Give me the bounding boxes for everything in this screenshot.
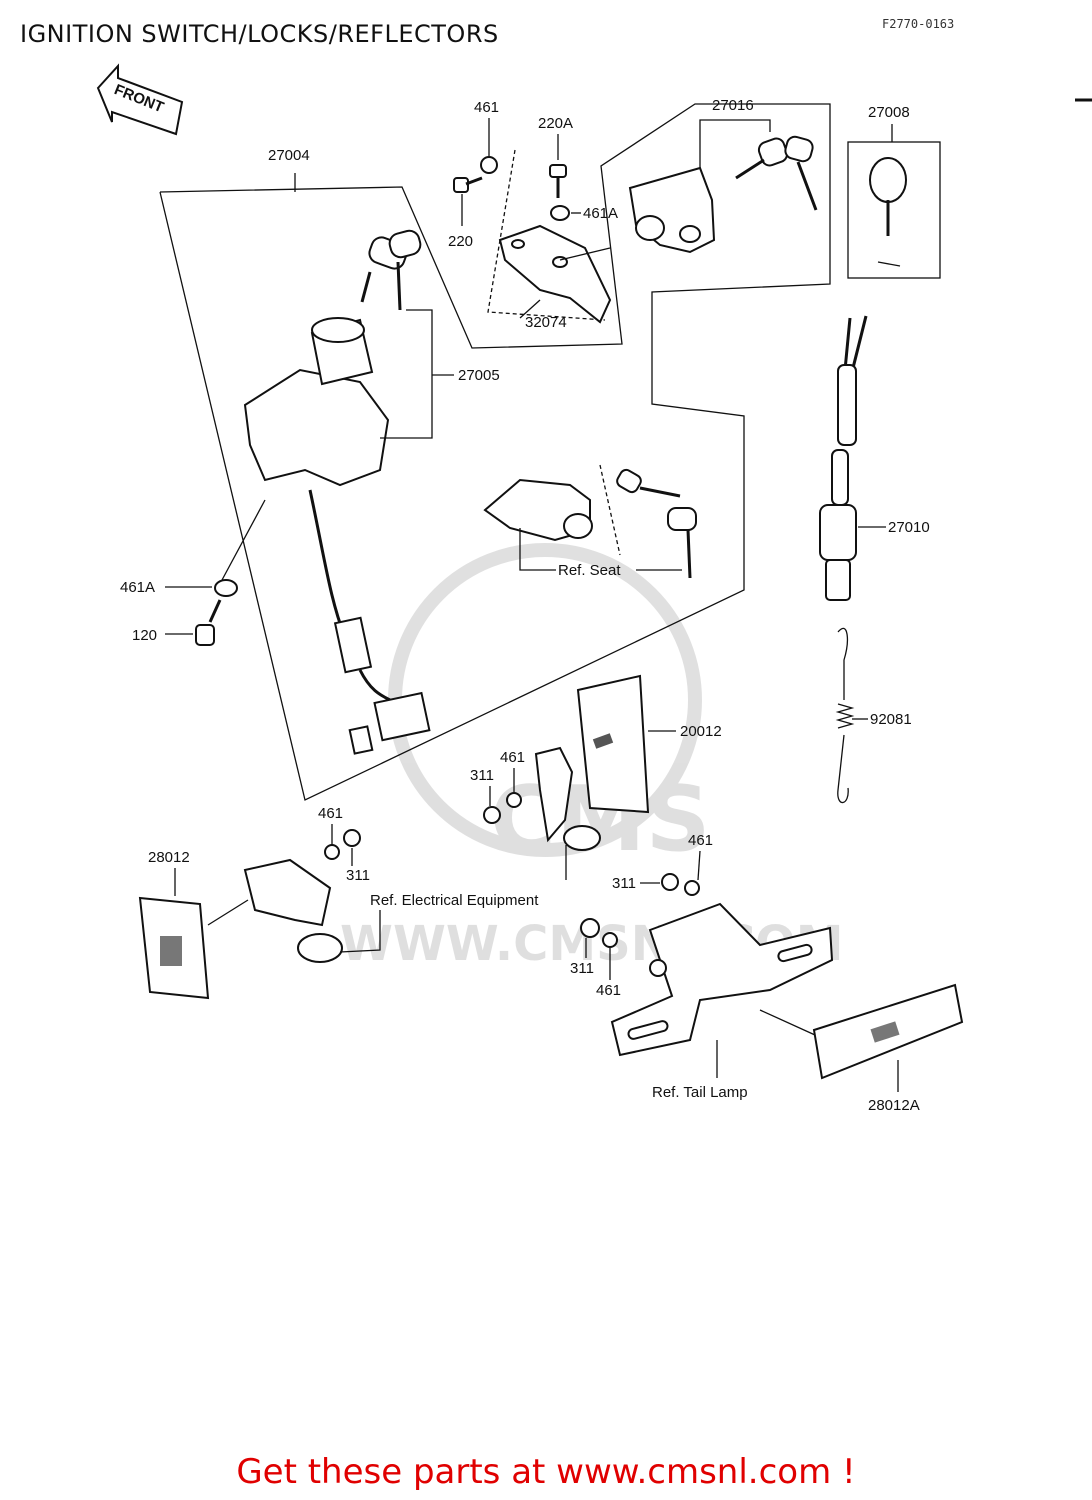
reflector-middle [576, 674, 650, 814]
label-311-left: 311 [346, 867, 370, 884]
seat-lock [483, 468, 697, 579]
tail-lamp-plate [610, 902, 834, 1057]
nut-461-right [684, 880, 700, 896]
label-311-right: 311 [612, 875, 636, 892]
label-27004: 27004 [268, 147, 310, 164]
nut-461-mid [506, 792, 522, 808]
label-220A: 220A [538, 115, 573, 132]
bolt-220 [453, 176, 483, 193]
figure-code: F2770-0163 [882, 17, 955, 31]
ignition-switch-27005 [243, 229, 431, 755]
parts-diagram: CMS WWW.CMSNL.COM FRONT 27005 461A 120 [96, 63, 1092, 1114]
reflector-28012A [812, 983, 964, 1080]
washer-461A-top [550, 205, 570, 221]
washer-461-top [480, 156, 498, 174]
label-27016: 27016 [712, 97, 754, 114]
nut-311-mid [483, 806, 501, 824]
nut-311-right [661, 873, 679, 891]
label-311-mid: 311 [470, 767, 494, 784]
label-461-mid: 461 [500, 749, 525, 766]
reflector-bracket-left [243, 858, 343, 963]
label-ref-electrical: Ref. Electrical Equipment [370, 892, 539, 909]
bolt-120 [195, 599, 222, 646]
helmet-lock-27016 [628, 135, 818, 254]
kit-outline-27004 [159, 103, 831, 801]
label-461A-top: 461A [583, 205, 618, 222]
label-27010: 27010 [888, 519, 930, 536]
label-120: 120 [132, 627, 157, 644]
label-ref-seat: Ref. Seat [558, 562, 621, 579]
label-92081: 92081 [870, 711, 912, 728]
label-27008: 27008 [868, 104, 910, 121]
label-461-bottom: 461 [596, 982, 621, 999]
label-220: 220 [448, 233, 473, 250]
bolt-220A [549, 164, 567, 198]
label-461-top: 461 [474, 99, 499, 116]
label-461-right: 461 [688, 832, 713, 849]
spring-92081 [835, 627, 855, 804]
key-box-27008 [847, 141, 941, 279]
washer-461A-left [214, 579, 238, 597]
label-461-left: 461 [318, 805, 343, 822]
label-461A-left: 461A [120, 579, 155, 596]
label-311-bottom: 311 [570, 960, 594, 977]
stop-switch-27010 [819, 315, 868, 601]
label-ref-tail-lamp: Ref. Tail Lamp [652, 1084, 748, 1101]
key-blank-27008 [869, 157, 907, 267]
reflector-bracket-middle [534, 746, 601, 851]
label-28012: 28012 [148, 849, 190, 866]
front-arrow-icon: FRONT [96, 63, 184, 136]
page-title: IGNITION SWITCH/LOCKS/REFLECTORS [20, 20, 499, 48]
nut-311-bottom [580, 918, 600, 938]
label-32074: 32074 [525, 314, 567, 331]
label-20012: 20012 [680, 723, 722, 740]
nut-461-left [324, 844, 340, 860]
nut-311-left [343, 829, 361, 847]
reflector-28012 [138, 896, 210, 1000]
footer-promo-link[interactable]: Get these parts at www.cmsnl.com ! [236, 1452, 856, 1492]
label-28012A: 28012A [868, 1097, 920, 1114]
nut-461-bottom [602, 932, 618, 948]
bracket-32074 [498, 224, 612, 324]
label-27005: 27005 [458, 367, 500, 384]
